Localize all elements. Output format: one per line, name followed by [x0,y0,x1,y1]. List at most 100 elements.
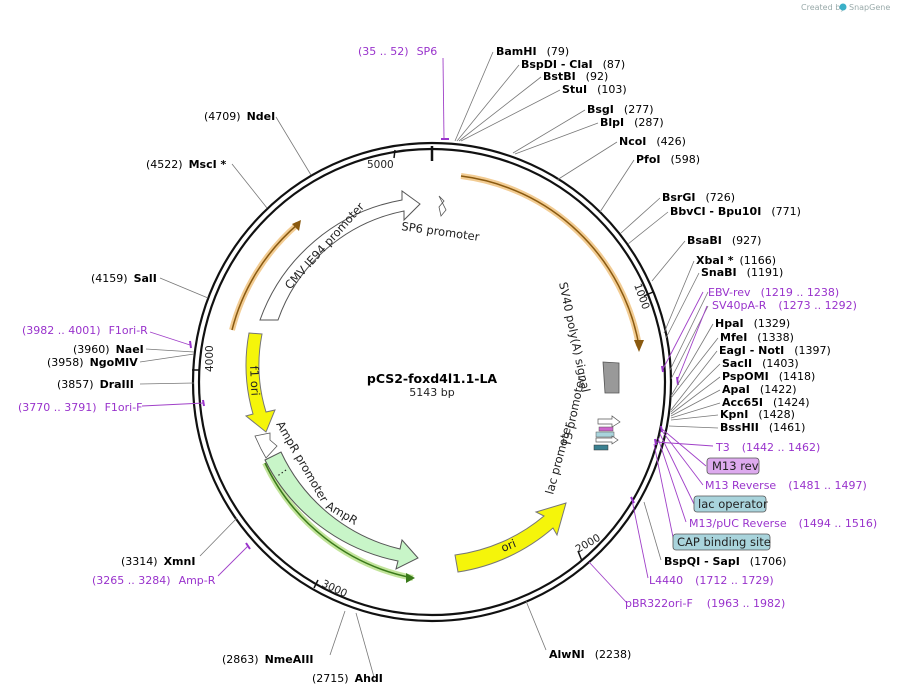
ori-label: ori [499,536,518,555]
site-pfoi: PfoI(598) [636,153,700,166]
credit-text: Created by [801,3,845,12]
boxed-labels: M13 rev lac operator CAP binding site [672,457,771,551]
leader-bbvci [627,211,669,245]
primer-m13-reverse: M13 Reverse(1481 .. 1497) [705,479,867,492]
leader-sacii [670,363,721,413]
leader-snabi [665,272,700,339]
tick-label-5000: 5000 [367,159,394,171]
leader-nmeaiii [329,610,346,656]
site-hpai: HpaI(1329) [715,317,790,330]
cmv-promoter-arrow [259,190,421,321]
site-blpi: BlpI(287) [600,116,664,129]
tick-label-3000: 3000 [320,578,349,600]
primer-sv40pa-r: SV40pA-R(1273 .. 1292) [712,299,857,312]
site-ngomiv: (3958)NgoMIV [47,356,138,369]
pleader-f1ori-r [149,331,191,346]
pleader-cap [653,443,675,543]
plasmid-size: 5143 bp [409,386,454,399]
primer-f1ori-f: (3770 .. 3791)F1ori-F [18,401,143,414]
primer-l4440: L4440(1712 .. 1729) [649,574,774,587]
tick-2000 [577,550,583,562]
pleader-t3 [655,441,714,447]
site-snabi: SnaBI(1191) [701,266,783,279]
primer-t3: T3(1442 .. 1462) [715,441,820,454]
credit-brand: SnapGene [849,3,890,12]
site-stui: StuI(103) [562,83,627,96]
primer-m13-puc-reverse: M13/pUC Reverse(1494 .. 1516) [689,517,877,530]
lac-promoter-arrow [595,435,619,445]
site-bspqi-sapi: BspQI - SapI(1706) [664,555,786,568]
site-mfei: MfeI(1338) [720,331,794,344]
pleader-f1ori-f [141,402,205,407]
site-ahdi: (2715)AhdI [312,672,383,685]
credit: Created by SnapGene [801,3,890,12]
site-sacii: SacII(1403) [722,357,799,370]
leader-ngomiv [139,353,195,363]
backbone-outer-circle [191,141,673,623]
site-bamhi: BamHI(79) [496,45,569,58]
pleader-m13-puc [657,437,687,523]
leader-ahdi [355,612,375,678]
leader-ebv-rev [669,291,709,371]
site-bsshii: BssHII(1461) [720,421,805,434]
leader-hpai [670,323,714,397]
tick-label-1000: 1000 [631,282,651,311]
leader-pfoi [599,159,635,213]
tick-label-4000: 4000 [204,345,216,372]
orange-track-right [460,173,642,347]
leader-mfei [670,337,719,399]
site-bsrgi: BsrGI(726) [662,191,735,204]
leader-kpni [670,414,719,421]
tick-3000 [313,579,319,589]
site-draiii: (3857)DraIII [57,378,134,391]
site-leaders [139,51,721,678]
leader-blpi [514,122,599,155]
primer-marks [189,138,679,550]
leader-pspomi [670,376,721,415]
primer-labels: (35 .. 52)SP6 EBV-rev(1219 .. 1238) SV40… [18,45,877,610]
leader-bsshii [668,425,719,429]
sv40-polya-box [602,361,620,394]
tick-1000 [643,291,654,297]
leader-bsgi [512,109,586,154]
site-xbai: XbaI *(1166) [696,254,776,267]
site-msci: (4522)MscI * [146,158,227,171]
site-kpni: KpnI(1428) [720,408,795,421]
site-bstbi: BstBI(92) [543,70,608,83]
ori-arrow [454,502,567,573]
leader-bspdi [456,64,520,142]
orange-track-left-arrow [292,220,301,231]
f1-ori-label: f1 ori [247,365,263,396]
m13-rev-mark [598,426,614,432]
primer-f1ori-r: (3982 .. 4001)F1ori-R [22,324,148,337]
t3-primer-mark [654,438,657,446]
m13-rev-label: M13 rev [712,459,759,473]
f1-ori-arrow [244,332,276,433]
site-pspomi: PspOMI(1418) [722,370,815,383]
site-xmni: (3314)XmnI [121,555,195,568]
leader-eagi [670,350,718,411]
leader-xbai [663,260,695,334]
sp6-promoter-label: SP6 promoter [401,219,481,244]
site-bspdi-clai: BspDI - ClaI(87) [521,58,625,71]
site-naei: (3960)NaeI [73,343,144,356]
leader-apai [670,389,721,417]
ampr-arrow [264,451,419,570]
site-bsgi: BsgI(277) [587,103,654,116]
leader-draiii [139,382,195,385]
site-ndei: (4709)NdeI [204,110,275,123]
orange-track-right-arrow [634,340,644,352]
leader-bsabi [651,240,686,282]
site-labels: BamHI(79) BspDI - ClaI(87) BstBI(92) Stu… [47,45,831,685]
orange-track-right-line [460,175,640,347]
site-nmeaiii: (2863)NmeAIII [222,653,314,666]
leader-acc65i [670,402,721,419]
pleader-m13-reverse [661,430,704,486]
pleader-lac-operator [659,433,695,505]
m13-rev-box [706,457,760,475]
t3-promoter-arrow [597,415,621,428]
primer-sp6: (35 .. 52)SP6 [358,45,437,58]
site-eagi-noti: EagI - NotI(1397) [719,344,831,357]
pleader-m13-rev [661,428,707,467]
